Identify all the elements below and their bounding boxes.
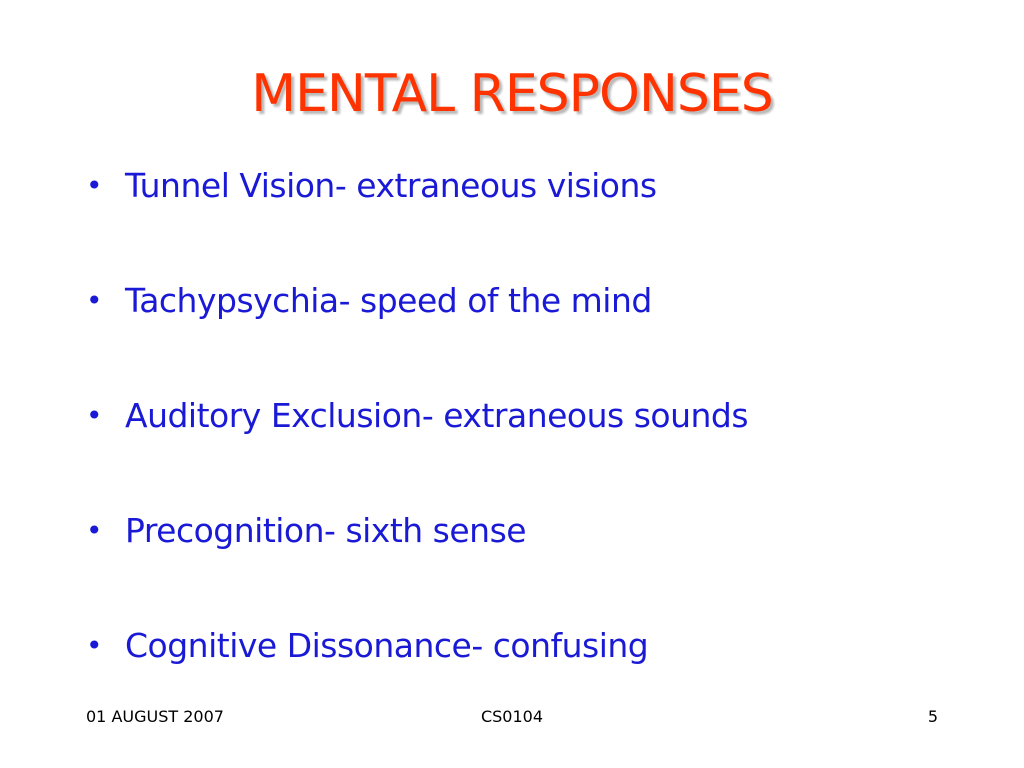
- bullet-point-icon: •: [86, 284, 103, 317]
- bullet-point-icon: •: [86, 629, 103, 662]
- bullet-item: • Tachypsychia- speed of the mind: [86, 275, 986, 390]
- bullet-item: • Precognition- sixth sense: [86, 505, 986, 620]
- bullet-point-icon: •: [86, 514, 103, 547]
- footer-page-number: 5: [927, 707, 938, 726]
- bullet-item: • Tunnel Vision- extraneous visions: [86, 160, 986, 275]
- bullet-text: Precognition- sixth sense: [125, 511, 527, 550]
- slide-title: MENTAL RESPONSES: [251, 64, 773, 124]
- bullet-text: Tachypsychia- speed of the mind: [125, 281, 652, 320]
- bullet-list: • Tunnel Vision- extraneous visions • Ta…: [86, 160, 986, 735]
- footer-course-code: CS0104: [480, 707, 544, 726]
- bullet-text: Tunnel Vision- extraneous visions: [125, 166, 657, 205]
- bullet-text: Auditory Exclusion- extraneous sounds: [125, 396, 749, 435]
- bullet-text: Cognitive Dissonance- confusing: [125, 626, 649, 665]
- footer-date: 01 AUGUST 2007: [86, 707, 224, 726]
- bullet-item: • Auditory Exclusion- extraneous sounds: [86, 390, 986, 505]
- bullet-item: • Cognitive Dissonance- confusing: [86, 620, 986, 735]
- bullet-point-icon: •: [86, 169, 103, 202]
- bullet-point-icon: •: [86, 399, 103, 432]
